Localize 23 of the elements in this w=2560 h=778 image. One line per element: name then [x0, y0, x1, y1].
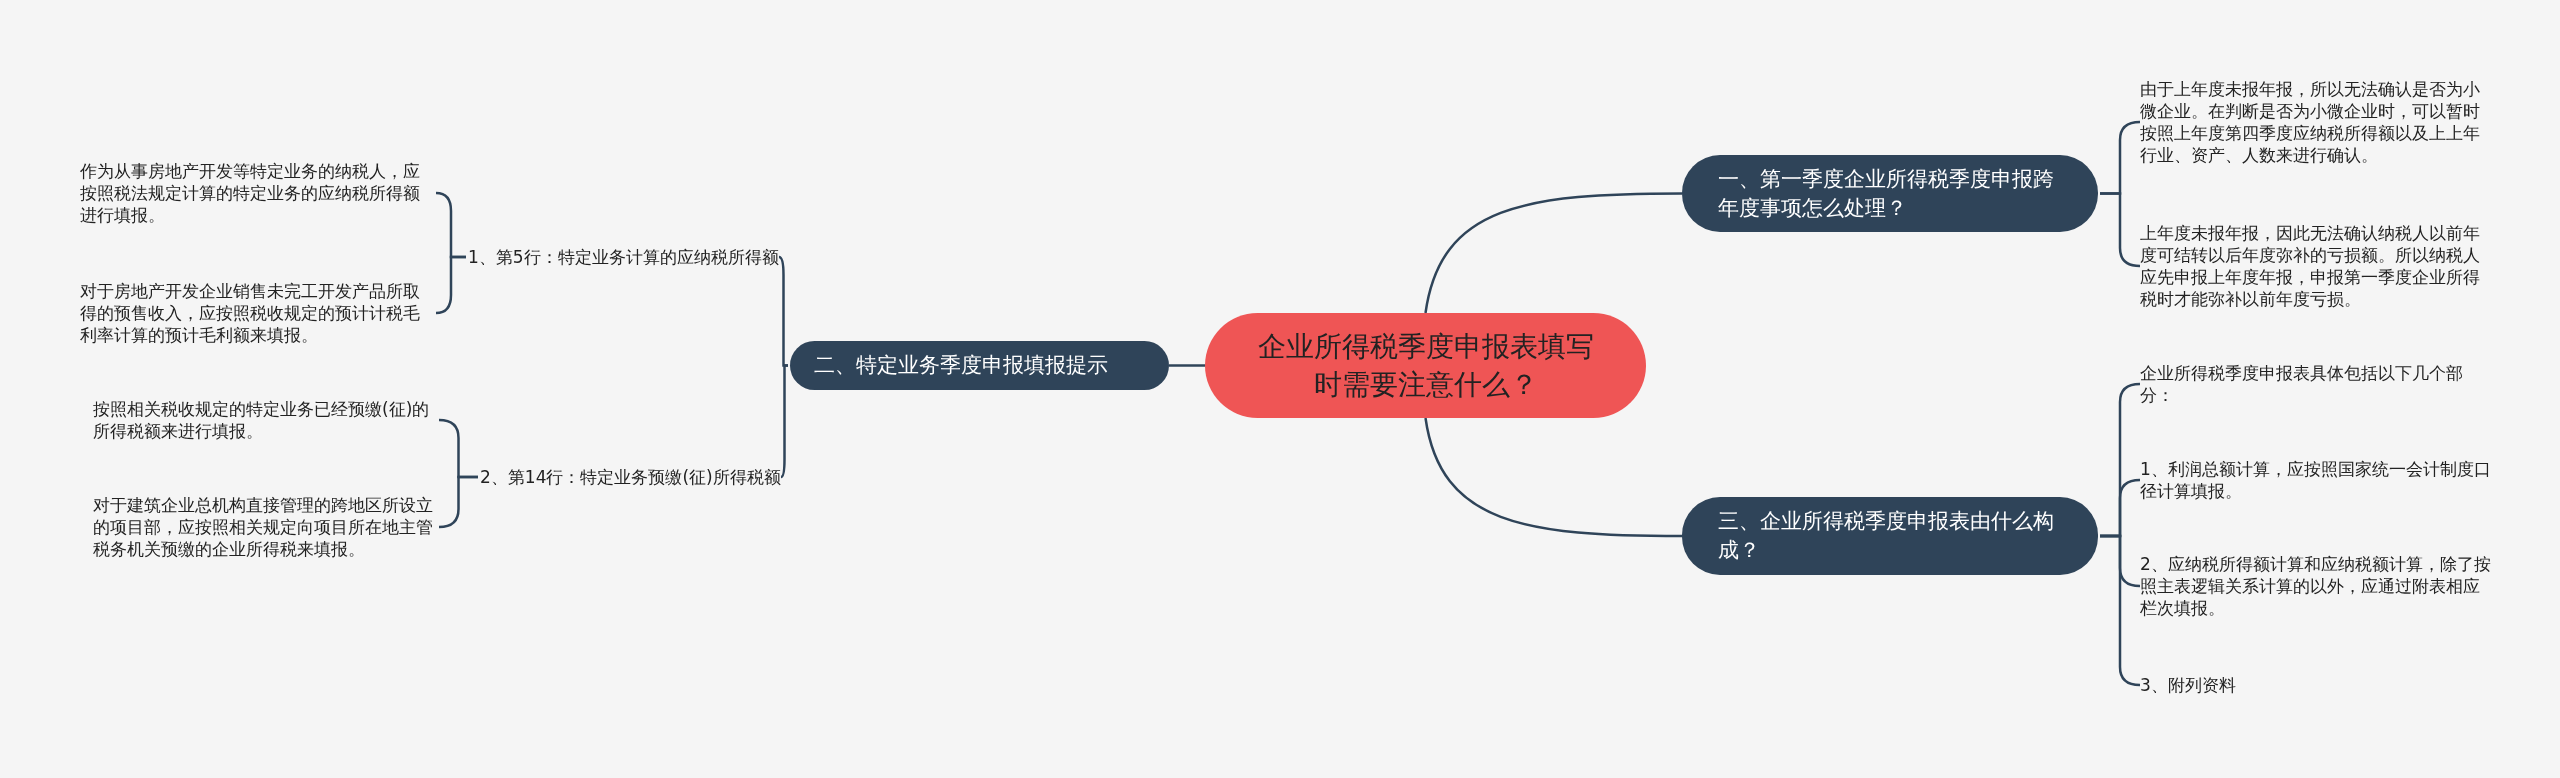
branch-line: [780, 364, 788, 478]
branch-line: [778, 256, 788, 367]
note-text: 1、利润总额计算，应按照国家统一会计制度口径计算填报。: [2140, 458, 2492, 502]
note-text: 按照相关税收规定的特定业务已经预缴(征)的所得税额来进行填报。: [93, 398, 439, 442]
central-topic-box: 企业所得税季度申报表填写时需要注意什么？: [1205, 313, 1646, 418]
note-text: 2、应纳税所得额计算和应纳税额计算，除了按照主表逻辑关系计算的以外，应通过附表相应栏次填报。: [2140, 553, 2492, 619]
branch-line: [435, 255, 466, 315]
subtopic-text: 1、第5行：特定业务计算的应纳税所得额: [468, 246, 779, 268]
note-text: 企业所得税季度申报表具体包括以下几个部分：: [2140, 362, 2492, 406]
topic-box: 三、企业所得税季度申报表由什么构成？: [1682, 497, 2098, 575]
topic-box: 一、第一季度企业所得税季度申报跨年度事项怎么处理？: [1682, 155, 2098, 232]
branch-line: [1424, 192, 1682, 314]
note-text: 3、附列资料: [2140, 674, 2492, 696]
note-text: 上年度未报年报，因此无法确认纳税人以前年度可结转以后年度弥补的亏损额。所以纳税人应先申报上年度年报，申报第一季度企业所得税时才能弥补以前年度亏损。: [2140, 222, 2492, 310]
branch-line: [1169, 364, 1205, 367]
branch-line: [1424, 417, 1682, 538]
note-text: 作为从事房地产开发等特定业务的纳税人，应按照税法规定计算的特定业务的应纳税所得额进行填报。: [80, 160, 436, 226]
note-text: 由于上年度未报年报，所以无法确认是否为小微企业。在判断是否为小微企业时，可以暂时按照上年度第四季度应纳税所得额以及上上年行业、资产、人数来进行确认。: [2140, 78, 2492, 166]
note-text: 对于建筑企业总机构直接管理的跨地区所设立的项目部，应按照相关规定向项目所在地主管税务机关预缴的企业所得税来填报。: [93, 494, 439, 560]
note-text: 对于房地产开发企业销售未完工开发产品所取得的预售收入，应按照税收规定的预计计税毛利率计算的预计毛利额来填报。: [80, 280, 436, 346]
branch-line: [438, 475, 478, 529]
topic-box: 二、特定业务季度申报填报提示: [790, 341, 1169, 390]
subtopic-text: 2、第14行：特定业务预缴(征)所得税额: [480, 466, 781, 488]
